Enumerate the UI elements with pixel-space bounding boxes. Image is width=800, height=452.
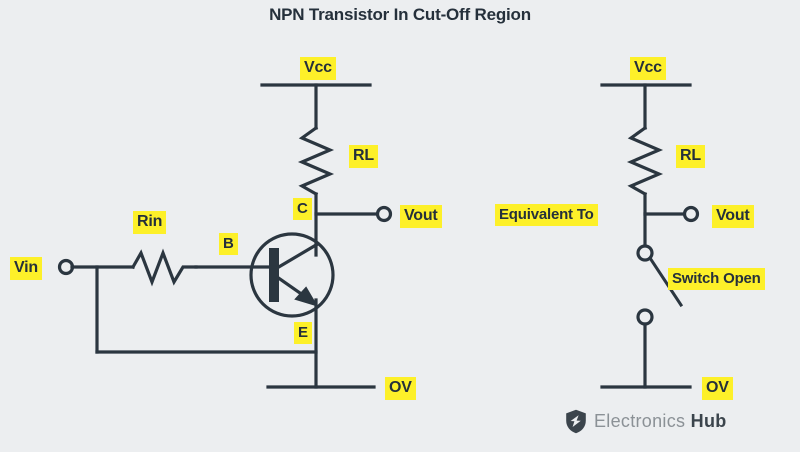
label-equivalent-to: Equivalent To xyxy=(495,204,598,226)
label-vcc-right: Vcc xyxy=(630,57,666,80)
label-vcc-left: Vcc xyxy=(300,57,336,80)
label-rl-right: RL xyxy=(676,145,705,168)
switch-blade xyxy=(647,255,684,308)
shield-bolt-icon xyxy=(566,409,586,434)
label-vout-left: Vout xyxy=(400,205,442,228)
left-rl-resistor xyxy=(297,125,335,197)
switch-upper-terminal xyxy=(636,244,654,262)
label-ground-right: OV xyxy=(702,377,733,400)
label-base: B xyxy=(219,233,238,255)
label-emitter: E xyxy=(294,322,312,344)
label-rl-left: RL xyxy=(349,145,378,168)
transistor-body-circle xyxy=(249,232,335,318)
brand-name: Electronics Hub xyxy=(594,411,727,432)
label-vin: Vin xyxy=(10,257,43,280)
right-rl-resistor xyxy=(626,125,664,197)
brand-watermark: Electronics Hub xyxy=(565,409,727,434)
label-collector: C xyxy=(293,198,312,220)
label-switch-open: Switch Open xyxy=(668,268,765,290)
brand-name-light: Electronics xyxy=(594,411,686,431)
transistor-collector-lead xyxy=(274,242,319,271)
label-ground-left: OV xyxy=(385,377,416,400)
transistor-emitter-arrow xyxy=(294,286,319,307)
label-rin: Rin xyxy=(133,211,167,234)
label-vout-right: Vout xyxy=(712,205,754,228)
left-vout-terminal xyxy=(375,205,393,223)
switch-lower-terminal xyxy=(636,308,654,326)
right-vout-terminal xyxy=(682,205,700,223)
brand-name-bold: Hub xyxy=(690,411,727,431)
rin-resistor xyxy=(130,248,198,287)
page-title: NPN Transistor In Cut-Off Region xyxy=(269,5,531,24)
